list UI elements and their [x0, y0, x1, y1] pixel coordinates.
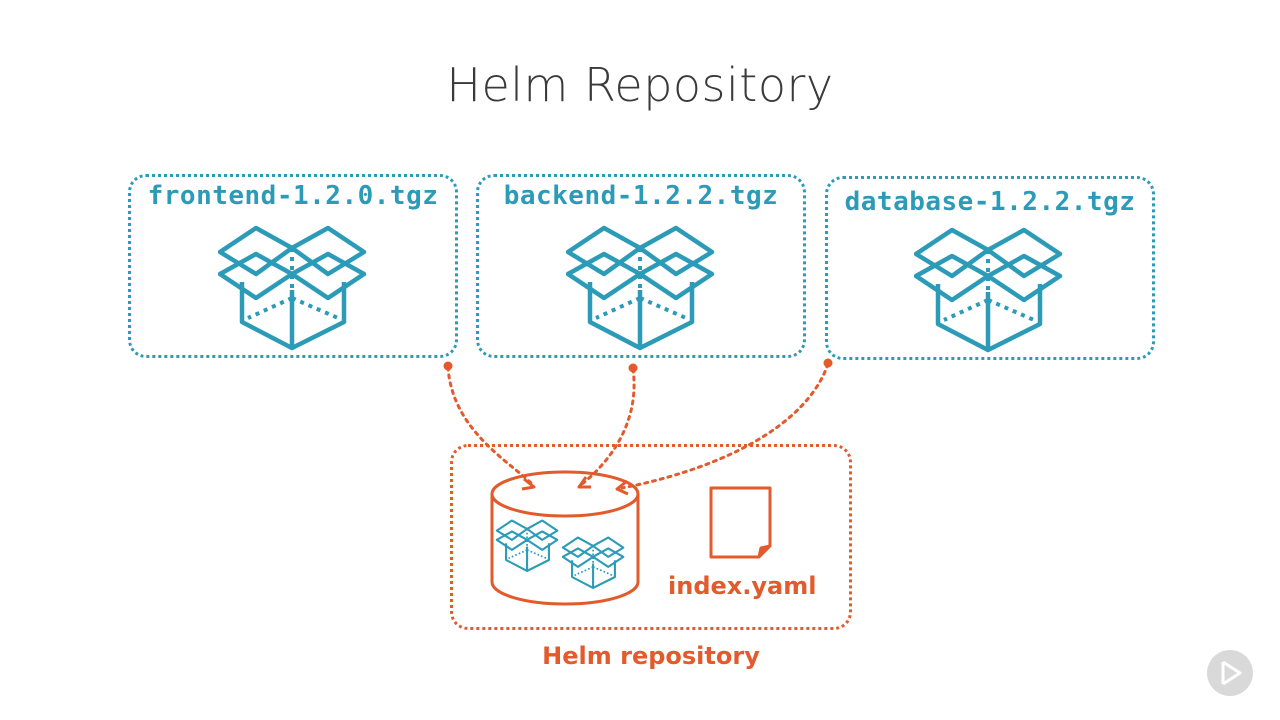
arrow-origin-dot [628, 363, 638, 373]
package-card-database: database-1.2.2.tgz [825, 176, 1155, 360]
arrow-head [577, 476, 591, 489]
database-cylinder-icon [490, 470, 640, 606]
open-box-icon [495, 519, 559, 572]
package-card-backend: backend-1.2.2.tgz [476, 174, 806, 358]
arrow-head [521, 477, 536, 491]
arrow-head [615, 479, 629, 496]
open-box-icon [218, 225, 367, 351]
open-box-icon [561, 536, 625, 589]
arrow-origin-dot [823, 358, 833, 368]
arrow-database-to-repo [620, 362, 830, 490]
package-filename: database-1.2.2.tgz [844, 187, 1136, 217]
play-button[interactable] [1207, 650, 1253, 696]
package-card-frontend: frontend-1.2.0.tgz [128, 174, 458, 358]
arrow-origin-dot [443, 361, 453, 371]
package-filename: backend-1.2.2.tgz [503, 181, 779, 211]
arrow-frontend-to-repo [446, 365, 534, 486]
play-icon [1221, 660, 1242, 686]
index-file-label: index.yaml [668, 572, 817, 600]
page-title: Helm Repository [446, 58, 834, 112]
open-box-icon [566, 225, 715, 351]
helm-repository-container [450, 444, 852, 630]
package-filename: frontend-1.2.0.tgz [147, 181, 439, 211]
repository-label: Helm repository [542, 642, 760, 670]
document-icon [709, 486, 772, 559]
arrow-backend-to-repo [580, 367, 636, 486]
open-box-icon [914, 227, 1063, 353]
